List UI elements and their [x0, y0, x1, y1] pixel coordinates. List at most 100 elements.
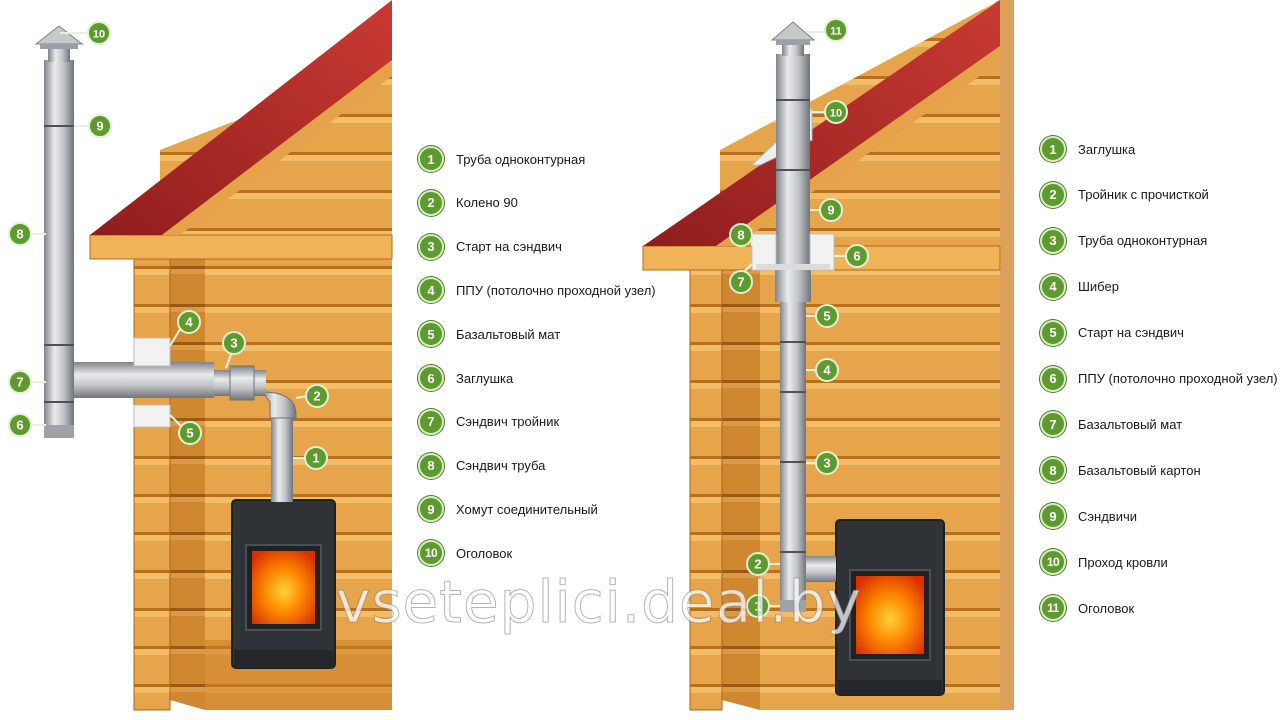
- callout-marker: 10: [87, 21, 111, 45]
- left-eave-board: [89, 234, 393, 260]
- legend-label: Труба одноконтурная: [1078, 233, 1208, 249]
- callout-marker: 3: [222, 331, 246, 355]
- legend-label: Заглушка: [1078, 141, 1136, 157]
- callout-circle: [177, 310, 201, 334]
- right-side-wall: [722, 270, 760, 710]
- legend-label: Оголовок: [456, 545, 513, 561]
- callout-number: 3: [230, 336, 237, 351]
- legend-label: Старт на сэндвич: [1078, 325, 1184, 341]
- callout-circle: [815, 358, 839, 382]
- callout-marker: 7: [8, 370, 32, 394]
- right-chimney: [750, 21, 836, 612]
- callout-number: 6: [16, 418, 23, 433]
- legend-item: 5 Базальтовый мат: [418, 321, 561, 348]
- left-roof: [90, 0, 392, 235]
- callout-circle: [729, 270, 753, 294]
- callout-marker: 3: [815, 451, 839, 475]
- callout-number: 5: [186, 426, 193, 441]
- callout-circle: [8, 413, 32, 437]
- callout-marker: 5: [815, 304, 839, 328]
- legend-label: Базальтовый мат: [456, 326, 561, 342]
- right-outer-wall: [689, 269, 723, 711]
- callout-number: 10: [830, 108, 842, 120]
- callout-circle: [178, 421, 202, 445]
- callout-number: 8: [737, 228, 744, 243]
- callout-circle: [824, 18, 848, 42]
- legend-number-badge: 9: [418, 496, 444, 523]
- legend-item: 1 Заглушка: [1040, 136, 1135, 162]
- callout-circle: [222, 331, 246, 355]
- callout-marker: 6: [845, 244, 869, 268]
- callout-number: 6: [853, 249, 860, 264]
- legend-number-badge: 6: [418, 365, 444, 391]
- callout-marker: 10: [824, 100, 848, 124]
- legend-label: Труба одноконтурная: [456, 151, 586, 167]
- callout-marker: 9: [88, 114, 112, 138]
- legend-number-badge: 2: [1040, 181, 1066, 208]
- callout-marker: 2: [746, 552, 770, 576]
- callout-circle: [8, 222, 32, 246]
- legend-number-badge: 7: [1040, 411, 1066, 438]
- legend-number-badge: 5: [1040, 319, 1066, 346]
- left-diagram-markers: 10 9 8 4 3 2 7 6 5 1: [8, 21, 329, 470]
- legend-label: Сэндвич труба: [456, 458, 546, 474]
- callout-marker: 1: [304, 446, 328, 470]
- callout-number: 7: [737, 275, 744, 290]
- callout-marker: 6: [8, 413, 32, 437]
- callout-circle: [815, 451, 839, 475]
- legend-number-badge: 1: [418, 146, 444, 172]
- legend-number-badge: 8: [1040, 457, 1066, 484]
- legend-number-badge: 10: [1040, 549, 1066, 576]
- callout-marker: 8: [8, 222, 32, 246]
- legend-label: Базальтовый картон: [1078, 462, 1201, 478]
- left-stove-fire: [252, 551, 315, 624]
- callout-marker: 11: [824, 18, 848, 42]
- legend-label: Старт на сэндвич: [456, 239, 562, 255]
- legend-number-badge: 5: [418, 321, 444, 348]
- callout-number: 1: [312, 451, 319, 466]
- callout-marker: 8: [729, 223, 753, 247]
- left-outer-wall: [133, 257, 171, 711]
- callout-marker: 2: [305, 384, 329, 408]
- callout-number: 11: [830, 26, 842, 38]
- callout-number: 9: [827, 203, 834, 218]
- legend-label: Проход кровли: [1078, 554, 1168, 570]
- legend-label: ППУ (потолочно проходной узел): [1078, 371, 1278, 386]
- legend-item: 8 Базальтовый картон: [1040, 457, 1201, 484]
- left-stove: [231, 499, 336, 669]
- callout-circle: [845, 244, 869, 268]
- watermark: vseteplici.deal.by: [336, 568, 862, 637]
- callout-marker: 9: [819, 198, 843, 222]
- callout-marker: 4: [815, 358, 839, 382]
- legend-label: ППУ (потолочно проходной узел): [456, 282, 656, 298]
- legend-number-badge: 3: [1040, 227, 1066, 254]
- left-roof-fascia: [162, 60, 392, 235]
- callout-circle: [87, 21, 111, 45]
- legend-number-badge: 1: [1040, 136, 1066, 162]
- callout-marker: 4: [177, 310, 201, 334]
- callout-circle: [729, 223, 753, 247]
- leader-lines: [30, 31, 846, 607]
- callout-circle: [824, 100, 848, 124]
- callout-circle: [8, 370, 32, 394]
- legend-number-badge: 9: [1040, 503, 1066, 530]
- legend-number-badge: 2: [418, 189, 444, 216]
- legend-item: 9 Сэндвичи: [1040, 503, 1137, 530]
- callout-circle: [746, 552, 770, 576]
- legend-item: 3 Труба одноконтурная: [1040, 227, 1208, 254]
- callout-circle: [815, 304, 839, 328]
- legend-label: Сэндвичи: [1078, 508, 1137, 524]
- callout-marker: 7: [729, 270, 753, 294]
- callout-circle: [304, 446, 328, 470]
